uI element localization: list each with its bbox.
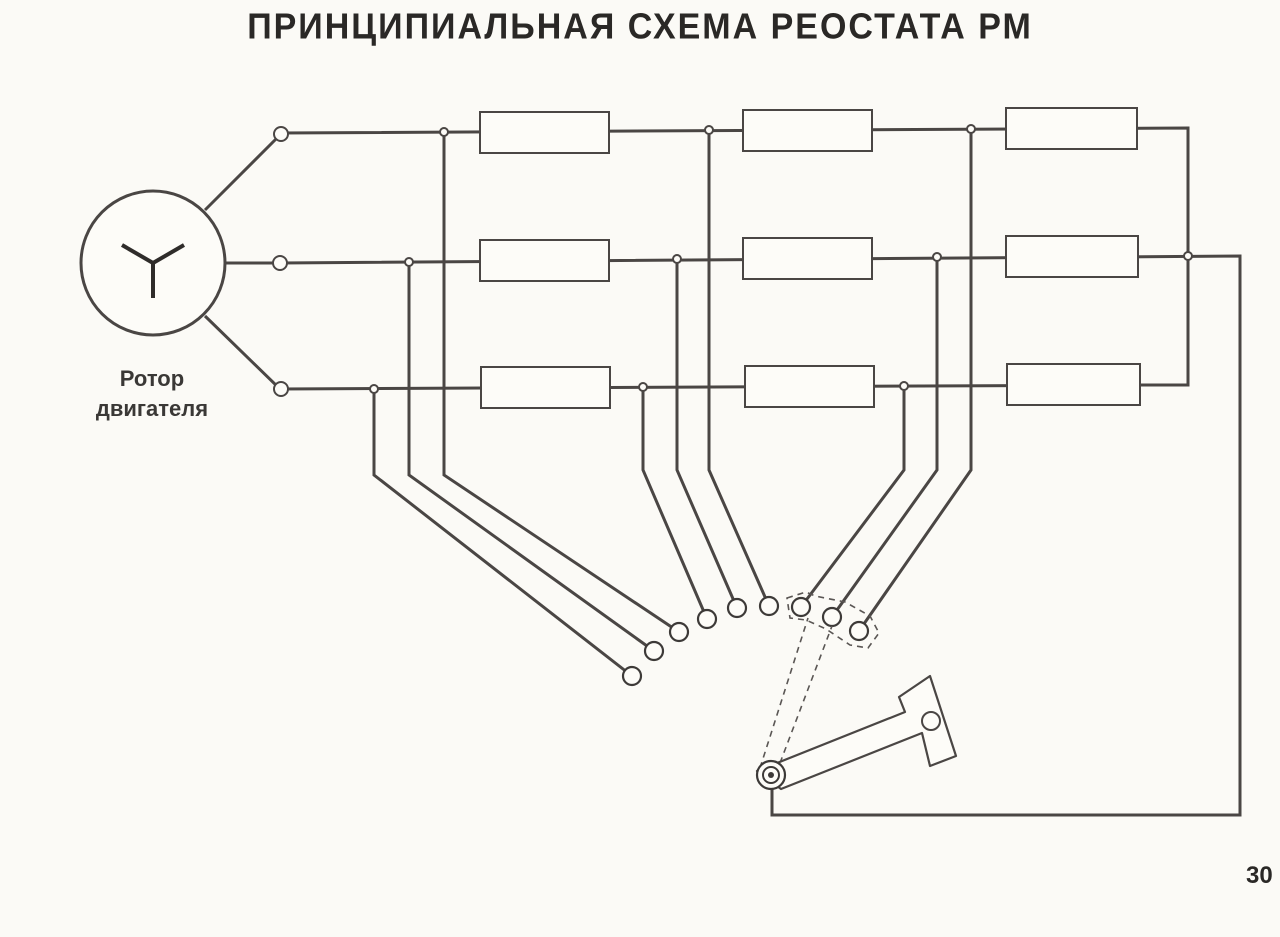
contact-bridge [759, 591, 880, 769]
rotor-symbol [79, 189, 227, 337]
resistor [742, 109, 873, 152]
resistor [1005, 107, 1138, 150]
rotor-terminals [272, 126, 289, 397]
rotor-leads [203, 133, 282, 391]
rotary-contact-lever-icon [755, 674, 958, 791]
tap-wires [372, 129, 973, 678]
rotor-label: Ротор двигателя [60, 364, 244, 424]
phase-buses [279, 126, 1242, 817]
rotor-label-line2: двигателя [95, 396, 209, 421]
resistor [1006, 363, 1141, 406]
star-winding-icon [120, 243, 186, 298]
resistor [479, 111, 610, 154]
rotor-label-line1: Ротор [119, 366, 185, 391]
switch-contacts [621, 595, 870, 687]
resistor [479, 239, 610, 282]
resistor [480, 366, 611, 409]
resistor [1005, 235, 1139, 278]
resistor [744, 365, 875, 408]
page-number: 30 [1246, 862, 1273, 889]
page-title: ПРИНЦИПИАЛЬНАЯ СХЕМА РЕОСТАТА РМ [247, 7, 1033, 47]
junction-nodes [369, 124, 1193, 394]
resistor-bank [479, 107, 1141, 409]
resistor [742, 237, 873, 280]
